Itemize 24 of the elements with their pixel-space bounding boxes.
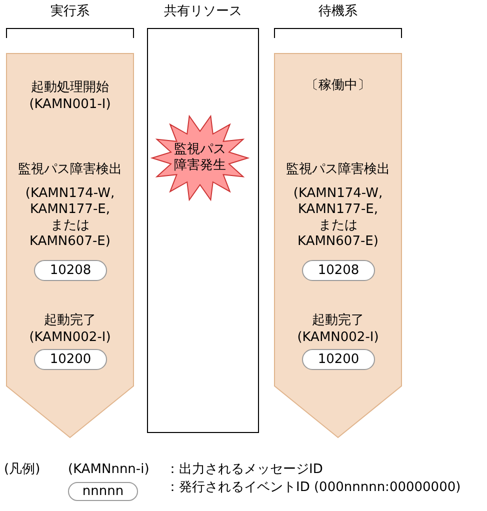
event-id-pill: 10208 xyxy=(302,260,375,281)
legend-text: ：発行されるイベントID (000nnnnn:00000000) xyxy=(166,480,461,496)
event-id-pill: nnnnn xyxy=(68,482,138,501)
message-id: (KAMN174-W, KAMN177-E, または KAMN607-E) xyxy=(292,186,384,250)
message-id-sample: (KAMNnnn-i) xyxy=(68,462,150,478)
event-text: (KAMN001-I) xyxy=(28,97,112,113)
event-id-pill: 10208 xyxy=(34,260,107,281)
event-id-pill: 10200 xyxy=(34,349,107,370)
column-heading: 共有リソース xyxy=(163,4,243,20)
message-id: (KAMN002-I) xyxy=(296,330,380,346)
message-id: 起動完了 xyxy=(43,313,97,329)
event-text: 起動完了 xyxy=(311,313,365,329)
column-heading: 実行系 xyxy=(50,4,90,20)
legend-text: ：出力されるメッセージID xyxy=(166,462,323,478)
event-id-pill: 10200 xyxy=(302,349,375,370)
event-text: (KAMN174-W, KAMN177-E, または KAMN607-E) xyxy=(24,186,116,250)
event-text: (KAMN002-I) xyxy=(28,330,112,346)
event-text: 監視パス障害発生 xyxy=(173,142,227,174)
message-id: 起動処理開始 xyxy=(30,80,110,96)
message-id: 〔稼働中〕 xyxy=(304,78,372,94)
legend-heading: (凡例) xyxy=(4,462,40,478)
column-heading: 待機系 xyxy=(318,4,358,20)
event-text: 監視パス障害検出 xyxy=(285,162,391,178)
message-id: 監視パス障害検出 xyxy=(17,162,123,178)
